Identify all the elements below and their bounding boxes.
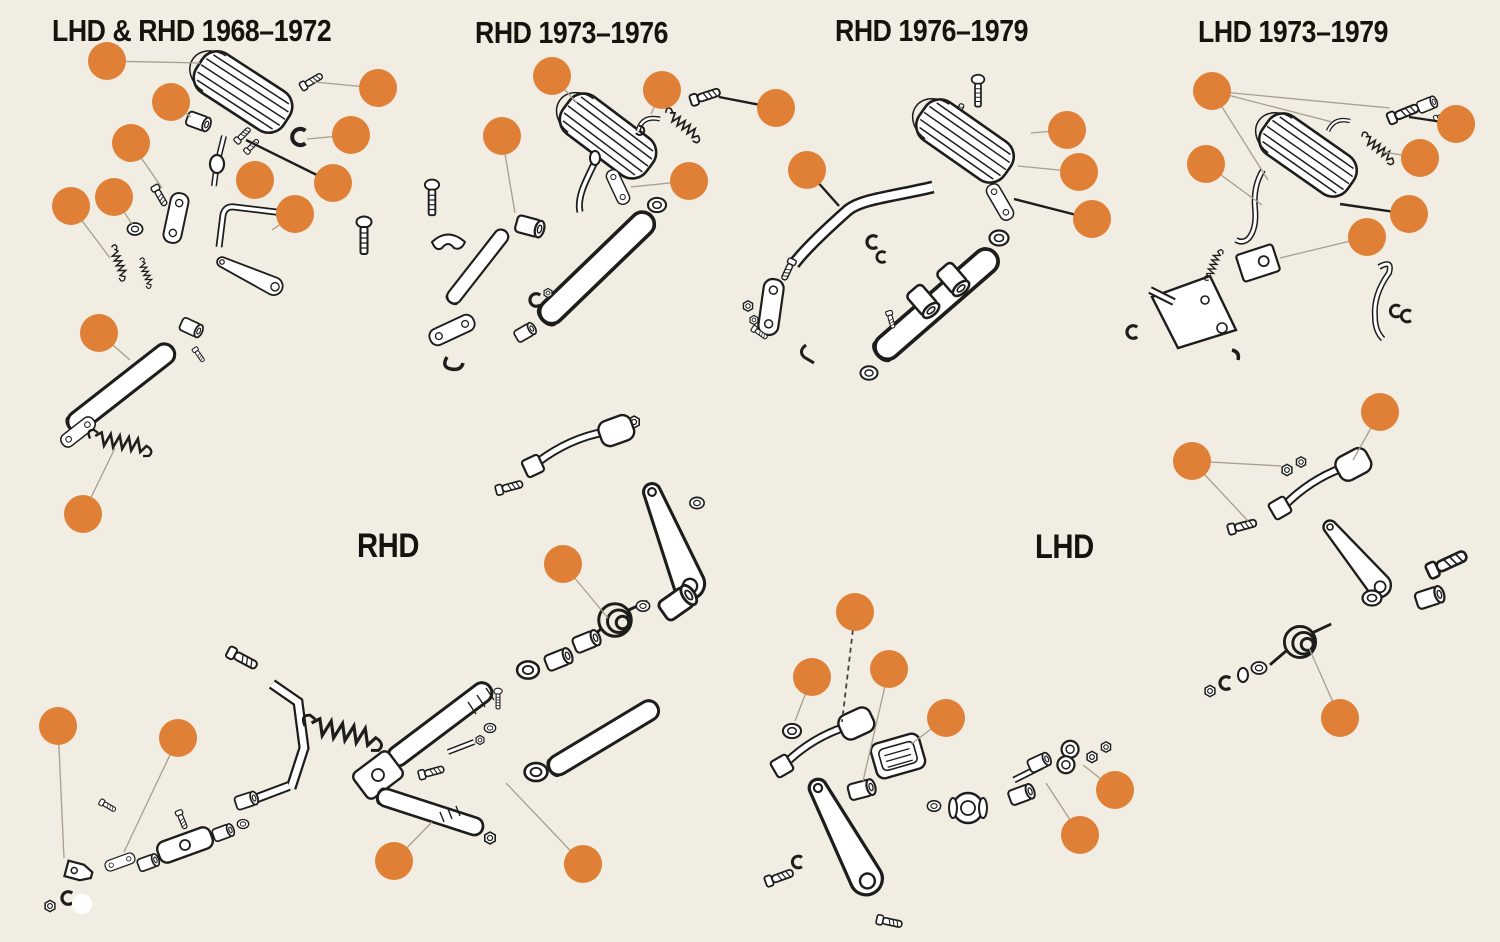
part-marker[interactable]: [1187, 145, 1225, 183]
part-marker[interactable]: [836, 593, 874, 631]
illustration-lhd-rhd-1968-1972: [57, 38, 373, 459]
part-marker[interactable]: [52, 187, 90, 225]
part-marker[interactable]: [533, 57, 571, 95]
part-marker[interactable]: [1061, 816, 1099, 854]
part-marker[interactable]: [643, 71, 681, 109]
leader-line: [57, 725, 65, 859]
part-marker[interactable]: [1096, 771, 1134, 809]
part-marker[interactable]: [1060, 153, 1098, 191]
section-title-lhd-1973-1979: LHD 1973–1979: [1198, 14, 1389, 49]
leader-line: [1211, 90, 1333, 123]
part-marker[interactable]: [159, 719, 197, 757]
leader-line: [123, 737, 179, 853]
illustration-rhd-1976-1979: [742, 73, 1023, 381]
part-marker[interactable]: [1361, 393, 1399, 431]
part-marker[interactable]: [359, 69, 397, 107]
part-marker[interactable]: [88, 42, 126, 80]
part-marker[interactable]: [64, 495, 102, 533]
part-marker[interactable]: [483, 117, 521, 155]
white-dot-marker: [72, 894, 92, 914]
illustration-rhd-1973-1976: [423, 80, 723, 372]
section-title-lhd: LHD: [1035, 528, 1094, 566]
part-marker[interactable]: [757, 89, 795, 127]
part-marker[interactable]: [332, 116, 370, 154]
part-marker[interactable]: [927, 699, 965, 737]
part-marker[interactable]: [670, 162, 708, 200]
part-marker[interactable]: [1321, 699, 1359, 737]
section-title-rhd-1976-1979: RHD 1976–1979: [835, 13, 1029, 48]
part-marker[interactable]: [1401, 139, 1439, 177]
part-marker[interactable]: [112, 124, 150, 162]
part-marker[interactable]: [375, 842, 413, 880]
section-title-rhd: RHD: [357, 527, 420, 565]
part-marker[interactable]: [95, 178, 133, 216]
part-marker[interactable]: [544, 545, 582, 583]
part-marker[interactable]: [236, 161, 274, 199]
part-marker[interactable]: [80, 314, 118, 352]
part-marker[interactable]: [39, 707, 77, 745]
section-title-rhd-1973-1976: RHD 1973–1976: [475, 15, 669, 50]
leader-line: [862, 668, 890, 782]
part-marker[interactable]: [1048, 111, 1086, 149]
part-marker[interactable]: [152, 83, 190, 121]
part-marker[interactable]: [1390, 195, 1428, 233]
illustration-rhd-bottom: [44, 413, 711, 913]
part-marker[interactable]: [276, 195, 314, 233]
part-marker[interactable]: [1437, 105, 1475, 143]
part-marker[interactable]: [870, 650, 908, 688]
illustration-lhd-1973-1979: [1125, 94, 1451, 361]
part-marker[interactable]: [1173, 442, 1211, 480]
section-title-lhd-rhd-1968-1972: LHD & RHD 1968–1972: [52, 13, 332, 48]
part-markers: [39, 42, 1475, 914]
part-marker[interactable]: [1073, 200, 1111, 238]
leader-line: [1211, 90, 1391, 109]
part-marker[interactable]: [1193, 72, 1231, 110]
part-marker[interactable]: [788, 151, 826, 189]
part-marker[interactable]: [564, 845, 602, 883]
illustration-lhd-bottom: [762, 446, 1471, 930]
part-marker[interactable]: [314, 164, 352, 202]
part-marker[interactable]: [793, 658, 831, 696]
part-marker[interactable]: [1348, 218, 1386, 256]
